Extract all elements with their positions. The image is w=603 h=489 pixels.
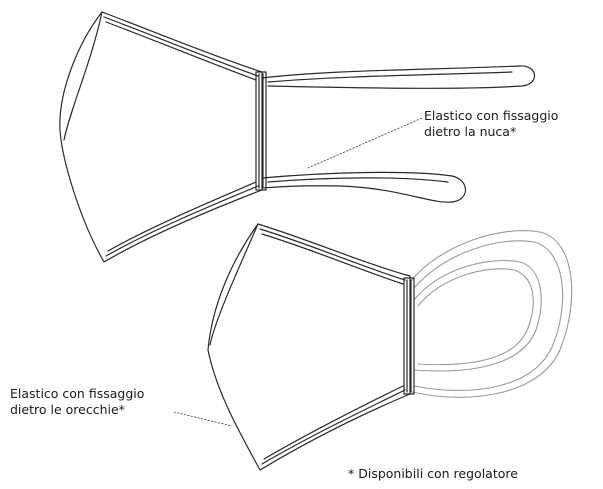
bottom-mask-body <box>207 223 411 471</box>
top-mask-side-band <box>255 71 267 191</box>
ear-strap-annotation-line1: Elastico con fissaggio <box>10 386 145 401</box>
ear-loop-inner <box>413 259 542 372</box>
upper-neck-elastic-inner <box>267 71 513 83</box>
neck-strap-annotation-line2: dietro la nuca* <box>424 124 517 139</box>
upper-neck-elastic <box>261 65 536 89</box>
ear-strap-annotation-line2: dietro le orecchie* <box>10 402 125 417</box>
ear-strap-leader-line <box>173 411 233 427</box>
ear-strap-annotation: Elastico con fissaggio dietro le orecchi… <box>10 386 144 418</box>
lower-neck-elastic-inner <box>267 177 449 183</box>
lower-neck-elastic <box>261 171 467 203</box>
neck-strap-annotation-line1: Elastico con fissaggio <box>424 108 559 123</box>
ear-loop-outer <box>409 230 573 398</box>
neck-strap-annotation: Elastico con fissaggio dietro la nuca* <box>424 108 558 140</box>
mask-neck-strap-illustration <box>59 11 536 263</box>
bottom-mask-side-band <box>403 277 415 395</box>
mask-ear-strap-illustration <box>207 223 573 471</box>
top-mask-body <box>59 11 263 263</box>
footnote: * Disponibili con regolatore <box>348 466 518 481</box>
neck-strap-leader-line <box>307 117 423 169</box>
